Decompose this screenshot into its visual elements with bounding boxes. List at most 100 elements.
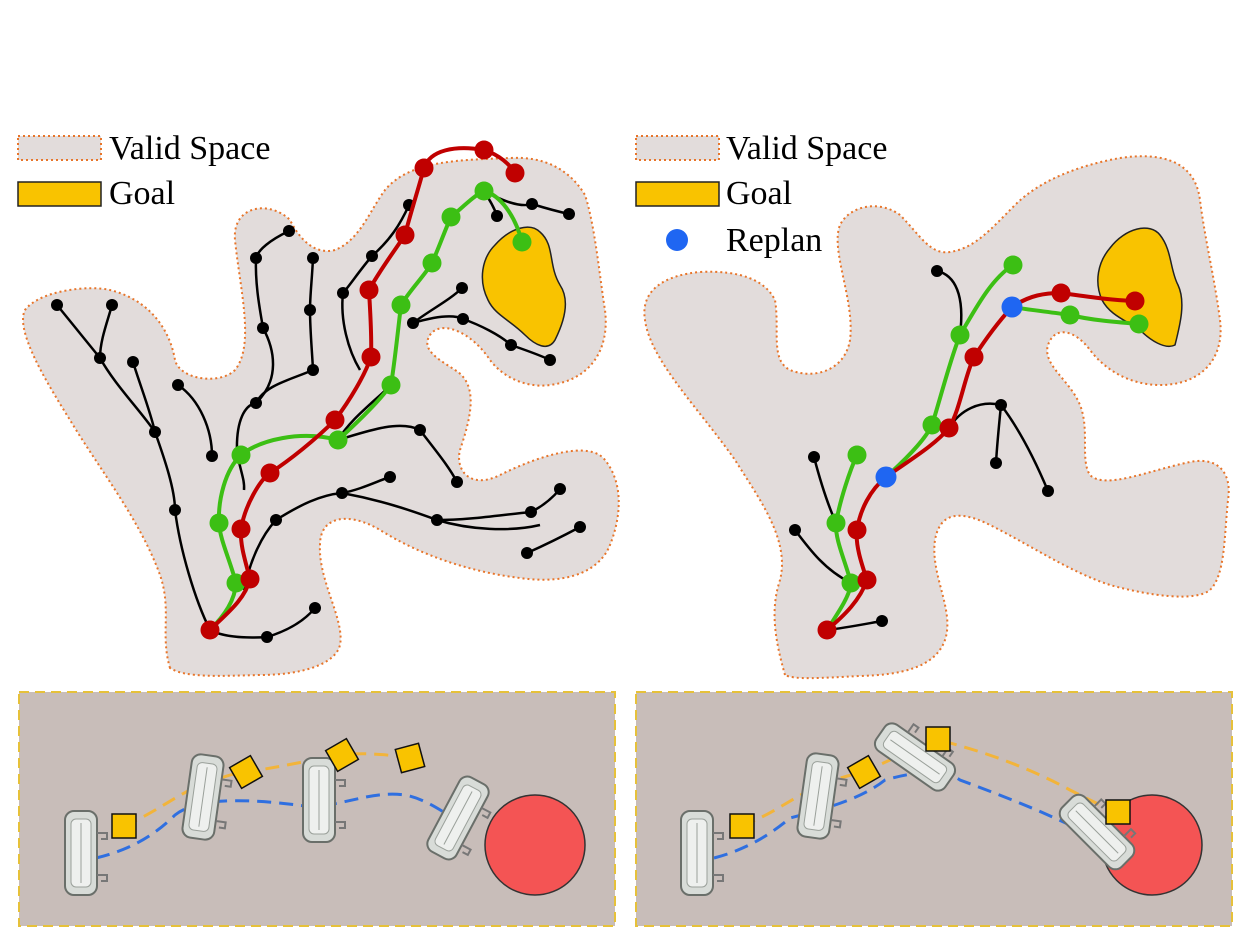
- green-node: [826, 513, 846, 533]
- red-node: [1125, 291, 1145, 311]
- green-node: [1003, 255, 1023, 275]
- tree-node: [304, 304, 316, 316]
- tree-nodes: [51, 198, 586, 643]
- tree-node: [491, 210, 503, 222]
- green-node: [422, 253, 442, 273]
- tree-node: [1042, 485, 1054, 497]
- tree-node: [451, 476, 463, 488]
- tree-node: [309, 602, 321, 614]
- red-node: [817, 620, 837, 640]
- green-node: [1060, 305, 1080, 325]
- tree-node: [563, 208, 575, 220]
- red-path-nodes: [817, 283, 1145, 640]
- green-node: [512, 232, 532, 252]
- red-node: [847, 520, 867, 540]
- legend-label-replan: Replan: [726, 222, 822, 259]
- tree-node: [337, 287, 349, 299]
- target-circle: [484, 794, 586, 896]
- legend-label-valid-space: Valid Space: [109, 130, 270, 167]
- red-node: [414, 158, 434, 178]
- green-node: [328, 430, 348, 450]
- box: [324, 737, 360, 773]
- red-node: [325, 410, 345, 430]
- green-path-nodes: [826, 255, 1149, 593]
- tree-node: [525, 506, 537, 518]
- red-node: [1051, 283, 1071, 303]
- red-node: [505, 163, 525, 183]
- green-node: [381, 375, 401, 395]
- goal-region: [481, 226, 567, 348]
- box: [111, 813, 137, 839]
- goal-swatch: [17, 181, 102, 207]
- tree-node: [307, 252, 319, 264]
- green-node: [847, 445, 867, 465]
- tree-node: [505, 339, 517, 351]
- goal-swatch: [635, 181, 720, 207]
- tree-node: [414, 424, 426, 436]
- green-node: [474, 181, 494, 201]
- tree-node: [876, 615, 888, 627]
- red-node: [200, 620, 220, 640]
- tree-node: [431, 514, 443, 526]
- legend-label-goal: Goal: [726, 175, 792, 212]
- tree-node: [127, 356, 139, 368]
- tree-node: [456, 282, 468, 294]
- valid-space-swatch: [635, 135, 720, 161]
- tree-node: [521, 547, 533, 559]
- tree-node: [206, 450, 218, 462]
- red-node: [857, 570, 877, 590]
- right-scene: [635, 691, 1233, 927]
- red-node: [260, 463, 280, 483]
- red-node: [395, 225, 415, 245]
- green-node: [841, 573, 861, 593]
- tree-node: [250, 252, 262, 264]
- tree-node: [283, 225, 295, 237]
- tree-node: [106, 299, 118, 311]
- right-legend: Valid Space Goal Replan: [635, 130, 887, 259]
- box: [228, 754, 264, 790]
- green-node: [231, 445, 251, 465]
- green-node: [209, 513, 229, 533]
- replan-nodes: [875, 296, 1023, 488]
- green-node: [1129, 314, 1149, 334]
- tree-nodes: [789, 265, 1054, 627]
- tree-node: [990, 457, 1002, 469]
- robot-trajectory: [713, 771, 1081, 860]
- green-node: [922, 415, 942, 435]
- tree-node: [270, 514, 282, 526]
- green-node: [391, 295, 411, 315]
- tree-node: [51, 299, 63, 311]
- tree-node: [307, 364, 319, 376]
- tree-node: [149, 426, 161, 438]
- tree-node: [94, 352, 106, 364]
- box: [1105, 799, 1131, 825]
- tree-node: [995, 399, 1007, 411]
- tree-node: [169, 504, 181, 516]
- legend-label-goal: Goal: [109, 175, 175, 212]
- red-path-nodes: [200, 140, 525, 640]
- tree-node: [257, 322, 269, 334]
- valid-space-swatch: [17, 135, 102, 161]
- replan-swatch: [666, 229, 688, 251]
- red-node: [361, 347, 381, 367]
- box: [846, 754, 882, 790]
- valid-space-region: [22, 156, 620, 677]
- tree-node: [457, 313, 469, 325]
- tree-node: [574, 521, 586, 533]
- red-node: [939, 418, 959, 438]
- left-legend: Valid Space Goal: [17, 130, 270, 212]
- red-node: [240, 569, 260, 589]
- left-scene: [18, 691, 616, 927]
- tree-node: [554, 483, 566, 495]
- right-map: Valid Space Goal Replan: [635, 130, 1230, 680]
- box: [925, 726, 951, 752]
- red-node: [474, 140, 494, 160]
- tree-node: [789, 524, 801, 536]
- box: [729, 813, 755, 839]
- tree-node: [407, 317, 419, 329]
- legend-label-valid-space: Valid Space: [726, 130, 887, 167]
- tree-node: [250, 397, 262, 409]
- tree-node: [366, 250, 378, 262]
